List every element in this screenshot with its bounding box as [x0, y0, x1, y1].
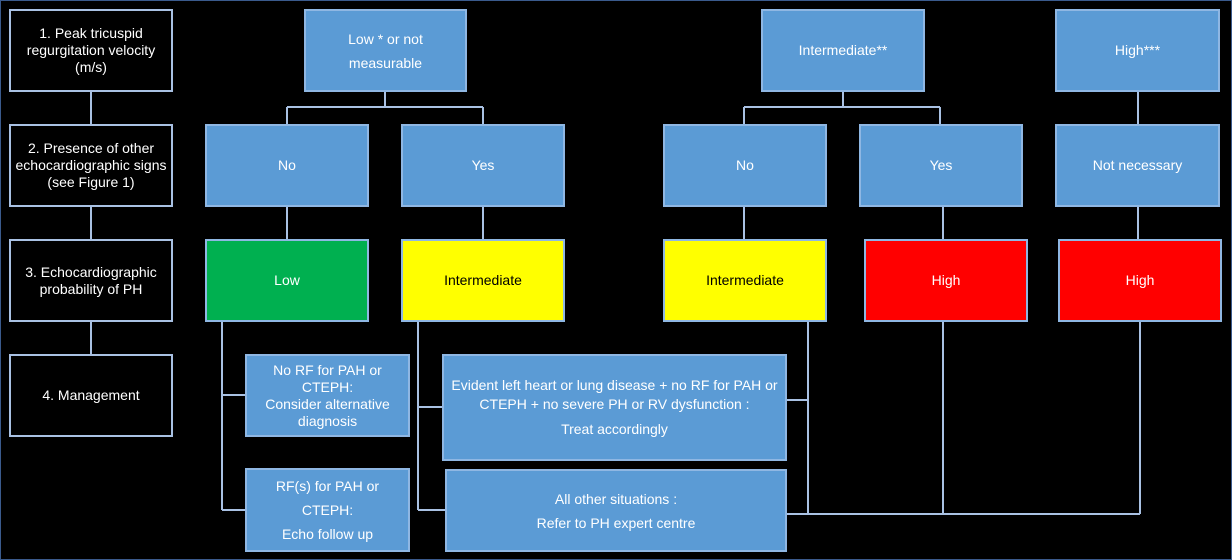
signs-low-no-label: No: [278, 157, 296, 173]
management-rf-box: RF(s) for PAH or CTEPH: Echo follow up: [245, 468, 410, 552]
probability-intermediate-1-label: Intermediate: [444, 272, 522, 288]
signs-low-yes-label: Yes: [471, 157, 495, 173]
signs-high-na-label: Not necessary: [1092, 157, 1183, 173]
signs-low-no-box: No: [205, 124, 369, 207]
management-evident-line-1: Evident left heart or lung disease + no …: [451, 377, 778, 393]
management-other-line-1: All other situations :: [554, 490, 678, 507]
management-no-rf-line-3: diagnosis: [297, 412, 358, 429]
step-2-line-1: 2. Presence of other: [27, 140, 155, 156]
management-rf-line-2: Echo follow up: [281, 526, 374, 542]
signs-int-no-box: No: [663, 124, 827, 207]
signs-high-na-box: Not necessary: [1055, 124, 1220, 207]
management-evident-line-2: CTEPH + no severe PH or RV dysfunction :: [479, 396, 750, 412]
step-3-line-1: 3. Echocardiographic: [25, 263, 157, 280]
step-2-line-2: echocardiographic signs: [15, 157, 167, 173]
velocity-intermediate-label: Intermediate**: [798, 42, 888, 58]
step-1-line-1: 1. Peak tricuspid: [39, 25, 143, 41]
step-4-label: 4. Management: [42, 387, 140, 403]
step-2-line-3: (see Figure 1): [47, 174, 135, 190]
probability-high-1-label: High: [931, 272, 961, 288]
probability-low-label: Low: [274, 272, 300, 288]
probability-intermediate-2-box: Intermediate: [663, 239, 827, 322]
step-1-box: 1. Peak tricuspid regurgitation velocity…: [9, 9, 173, 92]
signs-int-no-label: No: [736, 157, 754, 173]
step-3-line-2: probability of PH: [39, 280, 143, 297]
step-2-box: 2. Presence of other echocardiographic s…: [9, 124, 173, 207]
velocity-high-box: High***: [1055, 9, 1220, 92]
signs-low-yes-box: Yes: [401, 124, 565, 207]
step-4-box: 4. Management: [9, 354, 173, 437]
probability-low-box: Low: [205, 239, 369, 322]
velocity-low-line-2: measurable: [348, 54, 423, 71]
velocity-intermediate-box: Intermediate**: [761, 9, 925, 92]
management-evident-box: Evident left heart or lung disease + no …: [442, 354, 787, 461]
management-no-rf-line-1: No RF for PAH or CTEPH:: [273, 361, 382, 395]
management-other-box: All other situations : Refer to PH exper…: [445, 469, 787, 552]
management-evident-line-3: Treat accordingly: [561, 421, 668, 437]
velocity-high-label: High***: [1114, 42, 1161, 58]
signs-int-yes-label: Yes: [929, 157, 953, 173]
step-1-line-2: regurgitation velocity: [26, 42, 156, 58]
probability-high-2-label: High: [1125, 272, 1155, 288]
management-no-rf-box: No RF for PAH or CTEPH: Consider alterna…: [245, 354, 410, 437]
probability-high-2-box: High: [1058, 239, 1222, 322]
probability-intermediate-2-label: Intermediate: [706, 272, 784, 288]
velocity-low-line-1: Low * or not: [348, 30, 423, 47]
velocity-low-box: Low * or not measurable: [304, 9, 467, 92]
step-1-line-3: (m/s): [75, 59, 107, 75]
management-other-line-2: Refer to PH expert centre: [536, 514, 696, 531]
step-3-box: 3. Echocardiographic probability of PH: [9, 239, 173, 322]
signs-int-yes-box: Yes: [859, 124, 1023, 207]
management-no-rf-line-2: Consider alternative: [265, 395, 390, 412]
probability-intermediate-1-box: Intermediate: [401, 239, 565, 322]
management-rf-line-1: RF(s) for PAH or CTEPH:: [275, 478, 380, 518]
probability-high-1-box: High: [864, 239, 1028, 322]
